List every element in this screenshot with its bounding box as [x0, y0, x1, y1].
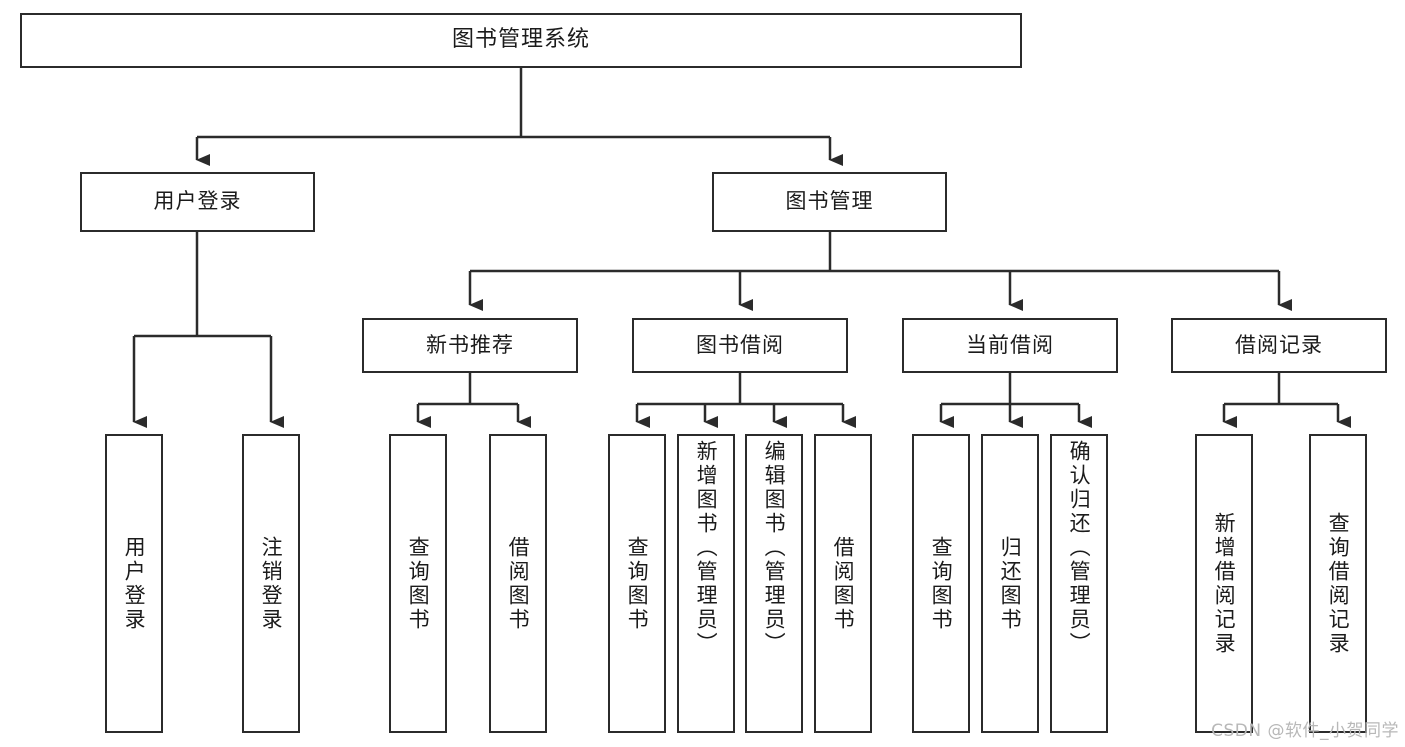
- leaf-query-book-2[interactable]: 查询图书: [608, 434, 666, 733]
- node-current-borrow[interactable]: 当前借阅: [902, 318, 1118, 373]
- node-book-borrow[interactable]: 图书借阅: [632, 318, 848, 373]
- node-borrow-record[interactable]: 借阅记录: [1171, 318, 1387, 373]
- leaf-confirm-return[interactable]: 确认归还（管理员）: [1050, 434, 1108, 733]
- leaf-borrow-book-1[interactable]: 借阅图书: [489, 434, 547, 733]
- leaf-borrow-book-2[interactable]: 借阅图书: [814, 434, 872, 733]
- node-book-management[interactable]: 图书管理: [712, 172, 947, 232]
- leaf-return-book[interactable]: 归还图书: [981, 434, 1039, 733]
- leaf-add-book[interactable]: 新增图书（管理员）: [677, 434, 735, 733]
- leaf-user-login[interactable]: 用户登录: [105, 434, 163, 733]
- leaf-query-borrow-record[interactable]: 查询借阅记录: [1309, 434, 1367, 733]
- leaf-query-book-1[interactable]: 查询图书: [389, 434, 447, 733]
- node-root-system[interactable]: 图书管理系统: [20, 13, 1022, 68]
- leaf-add-borrow-record[interactable]: 新增借阅记录: [1195, 434, 1253, 733]
- node-user-login[interactable]: 用户登录: [80, 172, 315, 232]
- csdn-watermark: CSDN @软件_小贺同学: [1211, 721, 1399, 741]
- leaf-query-book-3[interactable]: 查询图书: [912, 434, 970, 733]
- leaf-logout-login[interactable]: 注销登录: [242, 434, 300, 733]
- leaf-edit-book[interactable]: 编辑图书（管理员）: [745, 434, 803, 733]
- node-new-book-recommend[interactable]: 新书推荐: [362, 318, 578, 373]
